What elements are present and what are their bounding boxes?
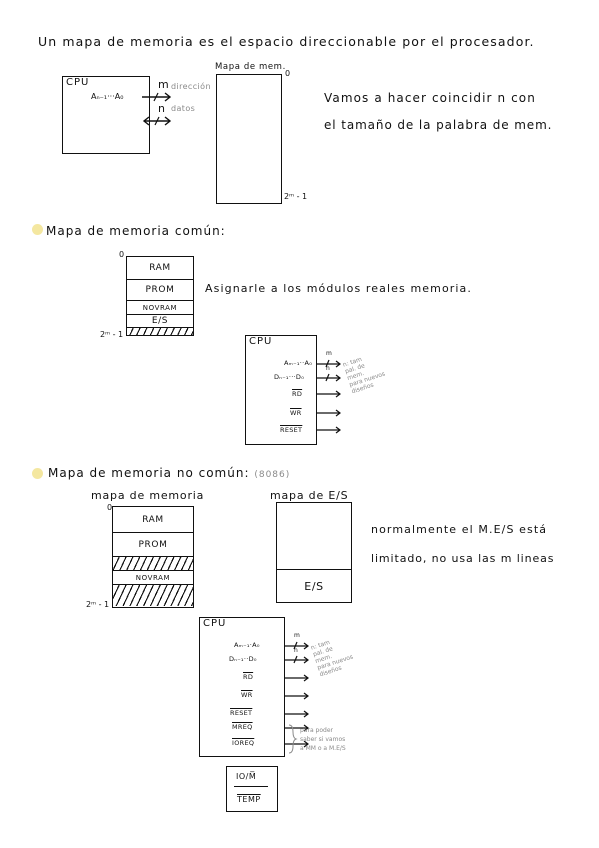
section-nocomun-title-text: Mapa de memoria no común: [48,466,250,480]
address-bus-arrow [142,92,172,102]
signal-rd: RD [292,390,303,398]
m-label: m [158,78,169,91]
nc-signal-reset: RESET [230,709,253,717]
direccion-label: dirección [171,82,211,91]
es-map-box: E/S [276,502,352,603]
nocomun-map-title: mapa de memoria [91,489,205,502]
nc-block-prom: PROM [113,533,193,557]
note-line-1: Vamos a hacer coincidir n con [324,91,536,105]
nc-block-novram: NOVRAM [113,571,193,585]
memory-block-prom: PROM [127,280,193,301]
memory-block-es: E/S [127,315,193,328]
signal-reset: RESET [280,426,303,434]
es-block: E/S [304,579,324,593]
nc-signal-mreq: MREQ [232,723,253,731]
nocomun-note-line-2: limitado, no usa las m lineas [371,552,555,565]
nocomun-top-address: 0 [107,503,113,512]
bullet-dot-2 [32,468,43,479]
note-line-2: el tamaño de la palabra de mem. [324,118,553,132]
memory-block-unused [127,328,193,335]
data-bus-arrow [142,116,172,126]
temp-signal: TEMP [237,795,261,804]
memory-map-bottom-address: 2ᵐ - 1 [284,192,308,201]
nc-block-hatched-2 [113,585,193,606]
nocomun-bottom-address: 2ᵐ - 1 [86,600,110,609]
address-pins-label: Aₙ₋₁···A₀ [91,92,124,101]
nc-signal-wr: WR [241,691,253,699]
nocomun-memory-map: RAM PROM NOVRAM [112,506,194,608]
nc-block-hatched-1 [113,557,193,571]
signal-wr: WR [290,409,302,417]
nc-signal-rd: RD [243,673,254,681]
cpu-nocomun-output-arrows [284,641,309,748]
cpu-comun-m-label: m [326,350,332,357]
cpu-comun-n-label: n [326,365,330,372]
n-label: n [158,102,165,115]
section-comun-title: Mapa de memoria común: [46,224,226,238]
datos-label: datos [171,104,196,113]
chip-label: (8086) [254,470,291,480]
assign-note: Asignarle a los módulos reales memoria. [205,282,472,295]
signal-data: Dₙ₋₁···D₀ [274,373,305,381]
cpu-block [62,76,150,154]
cpu-label: CPU [66,77,90,88]
io-m-signal: IO/M̅ [236,772,257,781]
grey-note-comun: n: tam pal. de mem. para nuevos diseños [342,355,387,396]
cpu-block-comun [245,335,317,445]
cpu-nocomun-n-label: n [294,647,298,654]
bullet-dot [32,224,43,235]
cpu-block-nocomun [199,617,285,757]
es-map-empty-area [277,503,351,570]
io-m-divider [234,786,268,787]
grey-note-nocomun: n: tam pal. de mem. para nuevos diseños [310,638,355,679]
signal-address: Aₘ₋₁··A₀ [284,359,313,367]
brace-icon [288,724,298,754]
io-m-box [226,766,278,812]
comun-top-address: 0 [119,250,125,259]
section-nocomun-title: Mapa de memoria no común: (8086) [48,466,290,480]
nc-signal-ioreq: IOREQ [232,739,255,747]
cpu-label-comun: CPU [249,336,273,347]
memory-block-novram: NOVRAM [127,301,193,315]
memory-map-title: Mapa de mem. [215,62,286,72]
memory-block-ram: RAM [127,257,193,280]
nc-block-ram: RAM [113,507,193,533]
cpu-nocomun-m-label: m [294,632,300,639]
intro-line: Un mapa de memoria es el espacio direcci… [38,34,535,49]
comun-bottom-address: 2ᵐ - 1 [100,330,124,339]
nc-signal-address: Aₘ₋₁·A₀ [234,641,260,649]
memory-map-top-address: 0 [285,69,291,78]
es-map-title: mapa de E/S [270,489,349,502]
cpu-comun-output-arrows [316,359,341,434]
memory-map-box [216,74,282,204]
cpu-label-nocomun: CPU [203,618,227,629]
comun-memory-map: RAM PROM NOVRAM E/S [126,256,194,336]
nc-signal-data: Dₙ₋₁··D₀ [229,655,257,663]
nocomun-note-line-1: normalmente el M.E/S está [371,523,548,536]
brace-note: para poder saber si vamos a MM o a M.E/S [300,727,346,752]
